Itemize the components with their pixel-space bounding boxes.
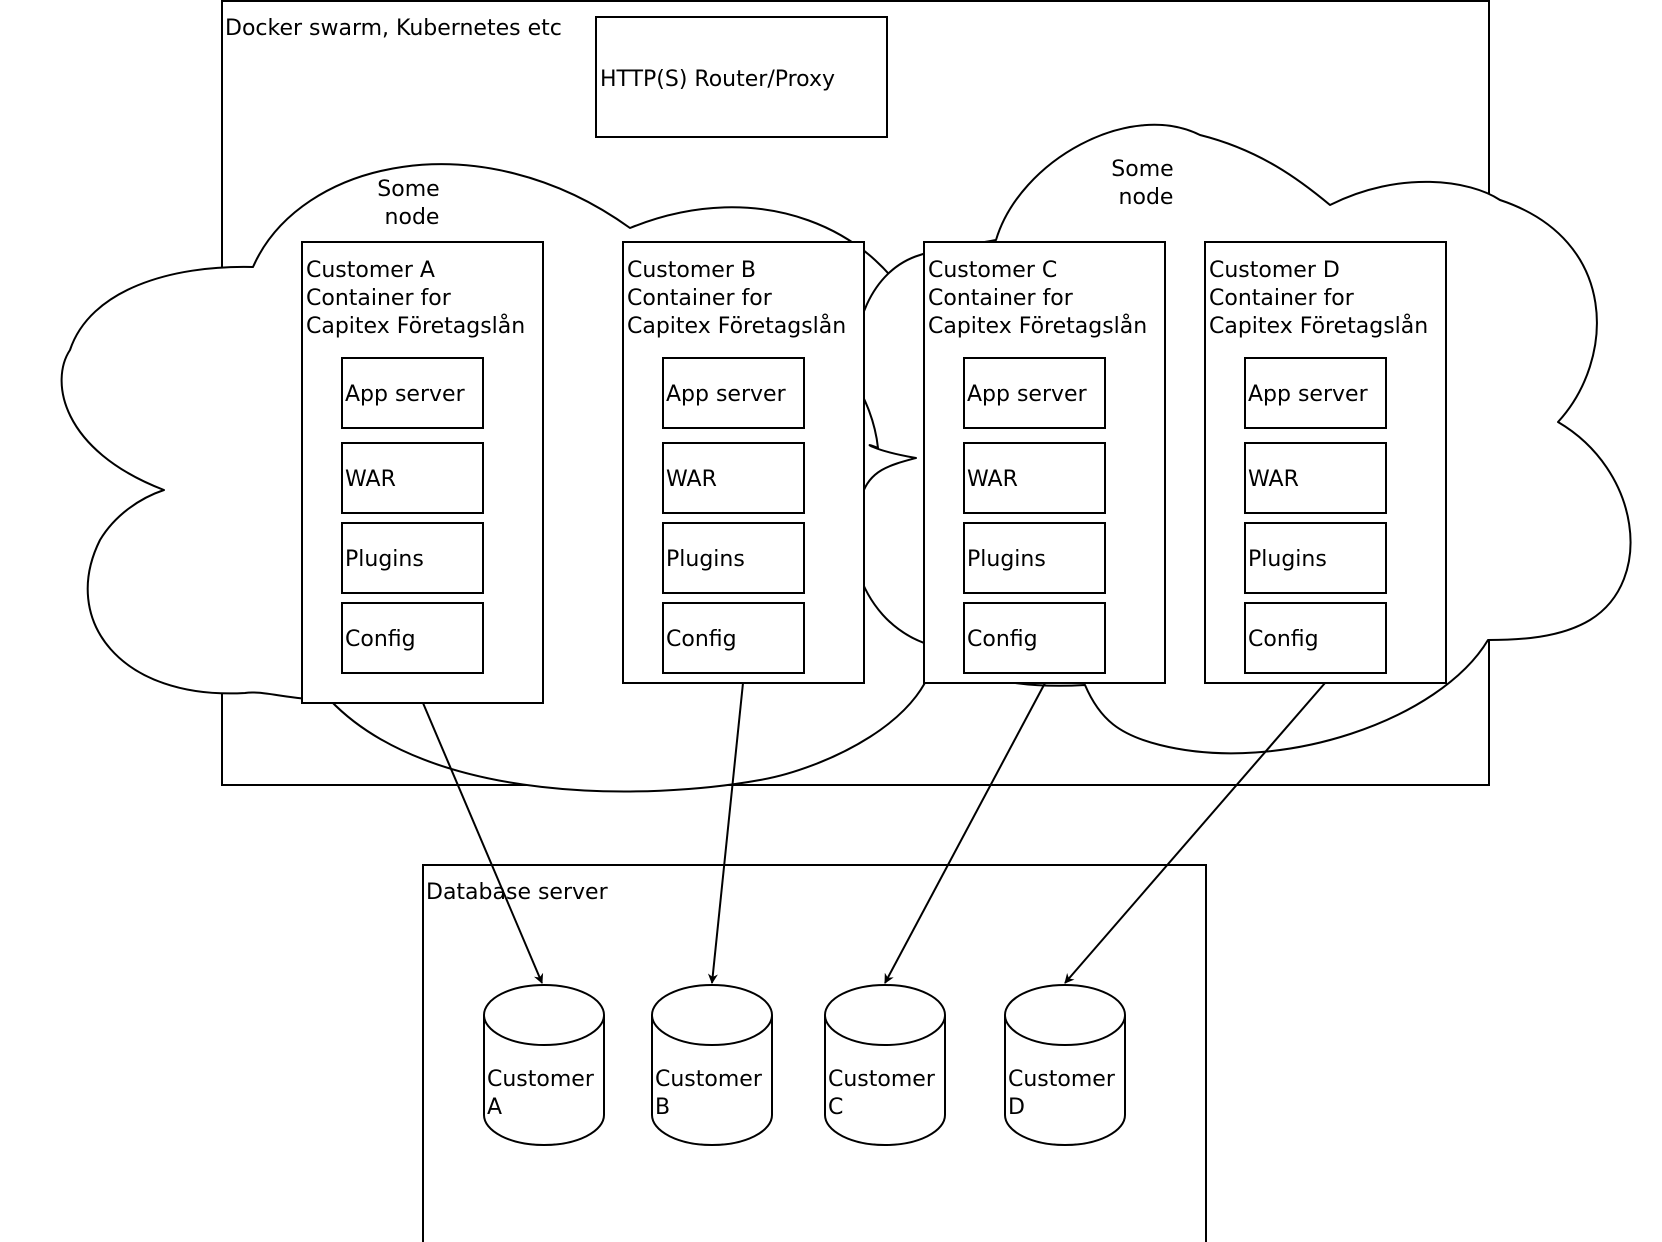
container-customer-b-title: Customer B Container for Capitex Företag… xyxy=(627,258,846,339)
container-customer-c-title: Customer C Container for Capitex Företag… xyxy=(928,258,1147,339)
container-customer-b: Customer B Container for Capitex Företag… xyxy=(622,241,865,684)
database-customer-d: Customer D xyxy=(1004,984,1126,1146)
config-box xyxy=(662,602,805,674)
app-server-label: App server xyxy=(666,382,787,407)
config-label: Config xyxy=(1248,627,1319,652)
node-label-left: Some node xyxy=(377,177,446,230)
app-server-box xyxy=(662,357,805,429)
app-server-label: App server xyxy=(1248,382,1369,407)
war-label: WAR xyxy=(345,467,396,492)
config-label: Config xyxy=(345,627,416,652)
database-label: Customer D xyxy=(1008,1067,1122,1120)
connection-arrow-customer-c xyxy=(884,682,1046,984)
plugins-box xyxy=(662,522,805,594)
war-box xyxy=(1244,442,1387,514)
container-customer-d-title: Customer D Container for Capitex Företag… xyxy=(1209,258,1428,339)
connection-arrow-customer-d xyxy=(1064,682,1326,984)
plugins-label: Plugins xyxy=(1248,547,1327,572)
war-box xyxy=(662,442,805,514)
war-label: WAR xyxy=(967,467,1018,492)
database-cylinder-rim xyxy=(1004,1014,1126,1046)
database-cylinder-rim xyxy=(483,1014,605,1046)
node-label-right: Some node xyxy=(1111,157,1180,210)
database-cylinder-rim xyxy=(824,1014,946,1046)
config-label: Config xyxy=(666,627,737,652)
database-cylinder-rim xyxy=(651,1014,773,1046)
plugins-label: Plugins xyxy=(345,547,424,572)
war-box xyxy=(963,442,1106,514)
cluster-label: Docker swarm, Kubernetes etc xyxy=(225,16,562,41)
war-box xyxy=(341,442,484,514)
config-box xyxy=(963,602,1106,674)
database-cylinder-icon xyxy=(824,984,946,1146)
database-customer-b: Customer B xyxy=(651,984,773,1146)
app-server-box xyxy=(341,357,484,429)
container-customer-d: Customer D Container for Capitex Företag… xyxy=(1204,241,1447,684)
connection-arrow-customer-a xyxy=(422,702,544,984)
database-customer-c: Customer C xyxy=(824,984,946,1146)
plugins-label: Plugins xyxy=(967,547,1046,572)
database-label: Customer C xyxy=(828,1067,942,1120)
war-label: WAR xyxy=(1248,467,1299,492)
plugins-box xyxy=(963,522,1106,594)
config-box xyxy=(341,602,484,674)
router: HTTP(S) Router/Proxy xyxy=(595,16,888,138)
app-server-box xyxy=(963,357,1106,429)
database-server: Database server xyxy=(422,864,1207,1242)
container-customer-a: Customer A Container for Capitex Företag… xyxy=(301,241,544,704)
config-label: Config xyxy=(967,627,1038,652)
plugins-label: Plugins xyxy=(666,547,745,572)
database-label: Customer B xyxy=(655,1067,769,1120)
router-label: HTTP(S) Router/Proxy xyxy=(600,67,835,92)
database-cylinder-icon xyxy=(483,984,605,1146)
router-box xyxy=(595,16,888,138)
database-label: Customer A xyxy=(487,1067,601,1120)
connections xyxy=(422,682,1326,984)
connection-arrow-customer-b xyxy=(707,682,744,984)
config-box xyxy=(1244,602,1387,674)
container-customer-c: Customer C Container for Capitex Företag… xyxy=(923,241,1166,684)
database-customer-a: Customer A xyxy=(483,984,605,1146)
container-customer-a-title: Customer A Container for Capitex Företag… xyxy=(306,258,525,339)
database-server-label: Database server xyxy=(426,880,609,905)
app-server-label: App server xyxy=(345,382,466,407)
database-cylinder-icon xyxy=(651,984,773,1146)
plugins-box xyxy=(341,522,484,594)
app-server-label: App server xyxy=(967,382,1088,407)
plugins-box xyxy=(1244,522,1387,594)
database-server-frame xyxy=(422,864,1207,1242)
app-server-box xyxy=(1244,357,1387,429)
database-cylinder-icon xyxy=(1004,984,1126,1146)
war-label: WAR xyxy=(666,467,717,492)
